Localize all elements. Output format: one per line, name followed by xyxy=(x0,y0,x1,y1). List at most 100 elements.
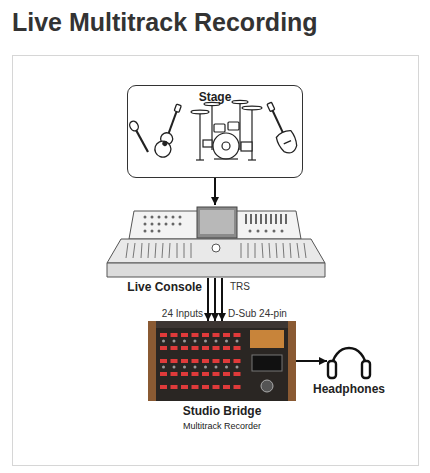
console-illustration-part-part xyxy=(273,230,276,233)
console-illustration-part-part xyxy=(151,216,154,219)
console-illustration-part-part xyxy=(280,214,282,224)
recorder-illustration-part-part xyxy=(171,333,178,337)
drum-kit-icon-part xyxy=(228,122,239,130)
console-illustration-part-part xyxy=(290,243,291,258)
node-heading: Stage xyxy=(199,91,232,105)
recorder-illustration-part-part xyxy=(204,340,207,343)
recorder-illustration-part-part xyxy=(234,359,241,363)
microphone-icon-part xyxy=(136,130,148,152)
headphones-icon-part xyxy=(362,361,370,378)
panel-frame xyxy=(13,56,419,466)
drum-kit-icon-part xyxy=(191,110,209,114)
connector-label: D-Sub 24-pin xyxy=(228,308,287,320)
drum-kit-icon-part xyxy=(222,142,230,150)
console-illustration-part-part xyxy=(283,243,284,258)
microphone-icon-part xyxy=(128,120,140,133)
recorder-illustration-part-part xyxy=(234,372,241,376)
recorder-illustration-part-part xyxy=(225,340,228,343)
recorder-illustration xyxy=(148,321,296,401)
electric-guitar-icon-part xyxy=(272,109,284,134)
console-illustration-part-part xyxy=(265,214,267,224)
console-illustration-part-part xyxy=(172,216,175,219)
electric-guitar-icon-part xyxy=(275,129,300,156)
recorder-illustration-part xyxy=(148,321,156,401)
drum-kit-icon-part xyxy=(241,142,252,151)
recorder-illustration-part-part xyxy=(192,346,199,350)
console-illustration-part-part xyxy=(151,223,154,226)
node-label: Live Console xyxy=(127,281,202,295)
console-illustration-part-part xyxy=(158,230,161,233)
drum-kit-icon-part xyxy=(214,124,225,132)
recorder-illustration-part-part xyxy=(194,340,197,343)
recorder-illustration-part xyxy=(156,321,288,328)
console-illustration-part-part xyxy=(248,243,249,258)
recorder-illustration-part-part xyxy=(171,372,178,376)
recorder-illustration-part-part xyxy=(223,346,230,350)
recorder-illustration-part-part xyxy=(160,385,167,389)
electric-guitar-icon-part xyxy=(284,141,291,144)
console-illustration-part-part xyxy=(158,216,161,219)
recorder-illustration-part-part xyxy=(173,340,176,343)
console-illustration-part-part xyxy=(158,223,161,226)
console-illustration-part-part xyxy=(165,223,168,226)
acoustic-guitar-icon-part xyxy=(153,139,174,160)
console-illustration-part-part xyxy=(270,214,272,224)
console-illustration-part xyxy=(107,239,325,263)
recorder-illustration-part-part xyxy=(236,366,239,369)
recorder-illustration-part-part xyxy=(213,372,220,376)
recorder-illustration-part xyxy=(250,330,284,348)
stage-box: Stage xyxy=(127,85,303,178)
console-illustration-part xyxy=(197,207,237,238)
console-illustration-part-part xyxy=(255,214,257,224)
console-illustration-part-part xyxy=(177,243,178,258)
console-illustration-part-part xyxy=(179,223,182,226)
recorder-illustration-part-part xyxy=(192,333,199,337)
console-illustration-part-part xyxy=(155,243,156,258)
console-node: Live Console xyxy=(107,205,325,278)
recorder-illustration-part xyxy=(261,380,273,392)
console-illustration-part xyxy=(212,244,220,252)
console-illustration-part-part xyxy=(169,243,170,258)
console-illustration-part-part xyxy=(148,243,149,258)
console-illustration-part-part xyxy=(276,243,277,258)
console-illustration-part-part xyxy=(144,230,147,233)
recorder-illustration-part xyxy=(288,321,296,401)
recorder-illustration-part-part xyxy=(171,346,178,350)
recorder-illustration-part-part xyxy=(192,385,199,389)
drum-kit-icon-part xyxy=(242,106,262,110)
console-illustration-part-part xyxy=(126,243,128,258)
recorder-illustration-part-part xyxy=(162,340,165,343)
console-illustration-part-part xyxy=(265,230,268,233)
console-illustration-part-part xyxy=(179,216,182,219)
node-label: Headphones xyxy=(313,383,385,397)
recorder-illustration-part-part xyxy=(173,366,176,369)
recorder-illustration-part-part xyxy=(202,359,209,363)
console-illustration-part xyxy=(126,243,306,258)
signal-arrow xyxy=(296,360,327,362)
recorder-illustration-part-part xyxy=(183,340,186,343)
recorder-illustration-part-part xyxy=(204,366,207,369)
node-sublabel: Multitrack Recorder xyxy=(183,421,261,431)
signal-arrow xyxy=(207,278,209,321)
console-illustration-part-part xyxy=(141,243,142,258)
recorder-illustration-part-part xyxy=(213,385,220,389)
recorder-illustration-part-part xyxy=(223,372,230,376)
recorder-illustration-part-part xyxy=(215,340,218,343)
recorder-illustration-part-part xyxy=(171,385,178,389)
console-illustration-part-part xyxy=(162,243,163,258)
console-illustration-part-part xyxy=(191,243,192,258)
recorder-illustration-part-part xyxy=(160,359,167,363)
headphones-icon-part xyxy=(328,361,336,378)
recorder-illustration-part-part xyxy=(194,366,197,369)
headphones-icon xyxy=(328,348,370,378)
drum-kit-icon-part xyxy=(232,100,248,103)
recorder-illustration-part-part xyxy=(181,385,188,389)
console-illustration-part-part xyxy=(133,243,135,258)
console-illustration-part-part xyxy=(285,214,287,224)
console-illustration-part-part xyxy=(260,214,262,224)
electric-guitar-icon-part xyxy=(267,102,275,111)
recorder-illustration-part-part xyxy=(225,366,228,369)
console-illustration-part-part xyxy=(144,216,147,219)
